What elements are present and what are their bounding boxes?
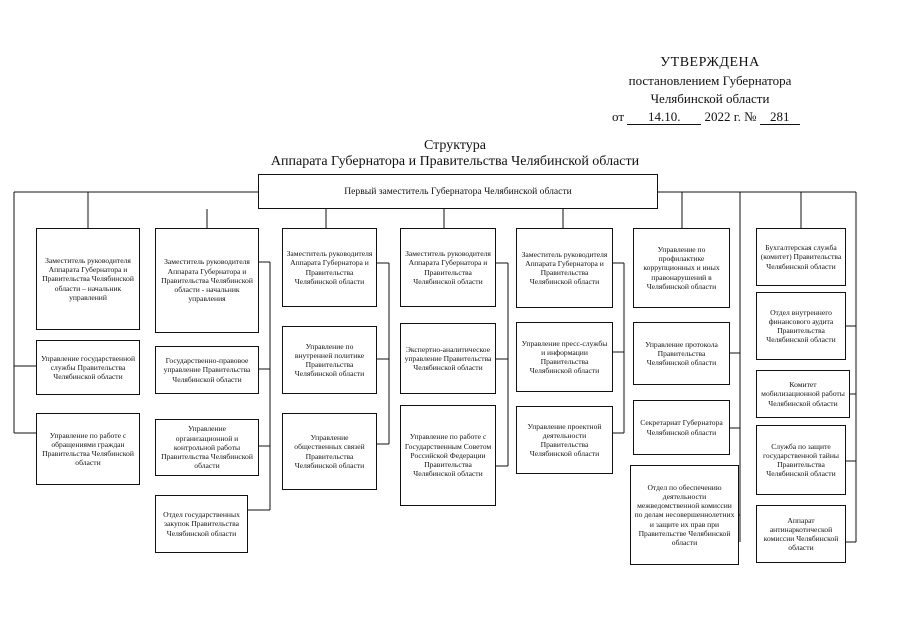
box-col7-item-1: Отдел внутреннего финансового аудита Пра…	[756, 292, 846, 360]
box-col4-head: Заместитель руководителя Аппарата Губерн…	[400, 228, 496, 307]
box-col6-item-1: Управление протокола Правительства Челяб…	[633, 322, 730, 385]
box-col5-item-1: Управление пресс-службы и информации Пра…	[516, 322, 613, 392]
box-col6-item-2: Секретариат Губернатора Челябинской обла…	[633, 400, 730, 455]
approval-date-line: от 14.10. 2022 г. № 281	[612, 108, 872, 126]
box-col7-item-3: Служба по защите государственной тайны П…	[756, 425, 846, 495]
box-col6-item-3: Отдел по обеспечению деятельности межвед…	[630, 465, 739, 565]
date-value: 14.10.	[627, 109, 702, 125]
title-line-2: Аппарата Губернатора и Правительства Чел…	[270, 154, 640, 169]
box-col3-item-1: Управление по внутренней политике Правит…	[282, 326, 377, 394]
title-line-1: Структура	[423, 138, 487, 153]
box-col2-head: Заместитель руководителя Аппарата Губерн…	[155, 228, 259, 333]
date-prefix: от	[612, 109, 625, 124]
number-prefix: №	[744, 109, 757, 124]
year-text: 2022 г.	[704, 109, 741, 124]
box-col3-item-2: Управление общественных связей Правитель…	[282, 413, 377, 490]
box-col7-item-4: Аппарат антинаркотической комиссии Челяб…	[756, 505, 846, 563]
box-col7-item-2: Комитет мобилизационной работы Челябинск…	[756, 370, 850, 418]
box-col7-head: Бухгалтерская служба (комитет) Правитель…	[756, 228, 846, 286]
box-col5-head: Заместитель руководителя Аппарата Губерн…	[516, 228, 613, 308]
chart-title: Структура Аппарата Губернатора и Правите…	[200, 138, 710, 170]
box-col1-item-1: Управление государственной службы Правит…	[36, 340, 140, 395]
box-col3-head: Заместитель руководителя Аппарата Губерн…	[282, 228, 377, 307]
box-col5-item-2: Управление проектной деятельности Правит…	[516, 406, 613, 474]
approval-decree-line: постановлением Губернатора	[628, 73, 792, 88]
box-col1-item-2: Управление по работе с обращениями гражд…	[36, 413, 140, 485]
box-first-deputy-governor: Первый заместитель Губернатора Челябинск…	[258, 174, 658, 209]
approval-heading: УТВЕРЖДЕНА	[660, 55, 760, 70]
box-col1-head: Заместитель руководителя Аппарата Губерн…	[36, 228, 140, 330]
approval-region-line: Челябинской области	[650, 91, 770, 106]
box-col4-item-1: Экспертно-аналитическое управление Прави…	[400, 323, 496, 394]
box-col2-item-1: Государственно-правовое управление Прави…	[155, 346, 259, 394]
box-col6-head: Управление по профилактике коррупционных…	[633, 228, 730, 308]
box-col4-item-2: Управление по работе с Государственным С…	[400, 405, 496, 506]
approval-block: УТВЕРЖДЕНА постановлением Губернатора Че…	[560, 54, 860, 125]
number-value: 281	[759, 109, 800, 125]
box-col2-item-3: Отдел государственных закупок Правительс…	[155, 495, 248, 553]
box-col2-item-2: Управление организационной и контрольной…	[155, 419, 259, 476]
